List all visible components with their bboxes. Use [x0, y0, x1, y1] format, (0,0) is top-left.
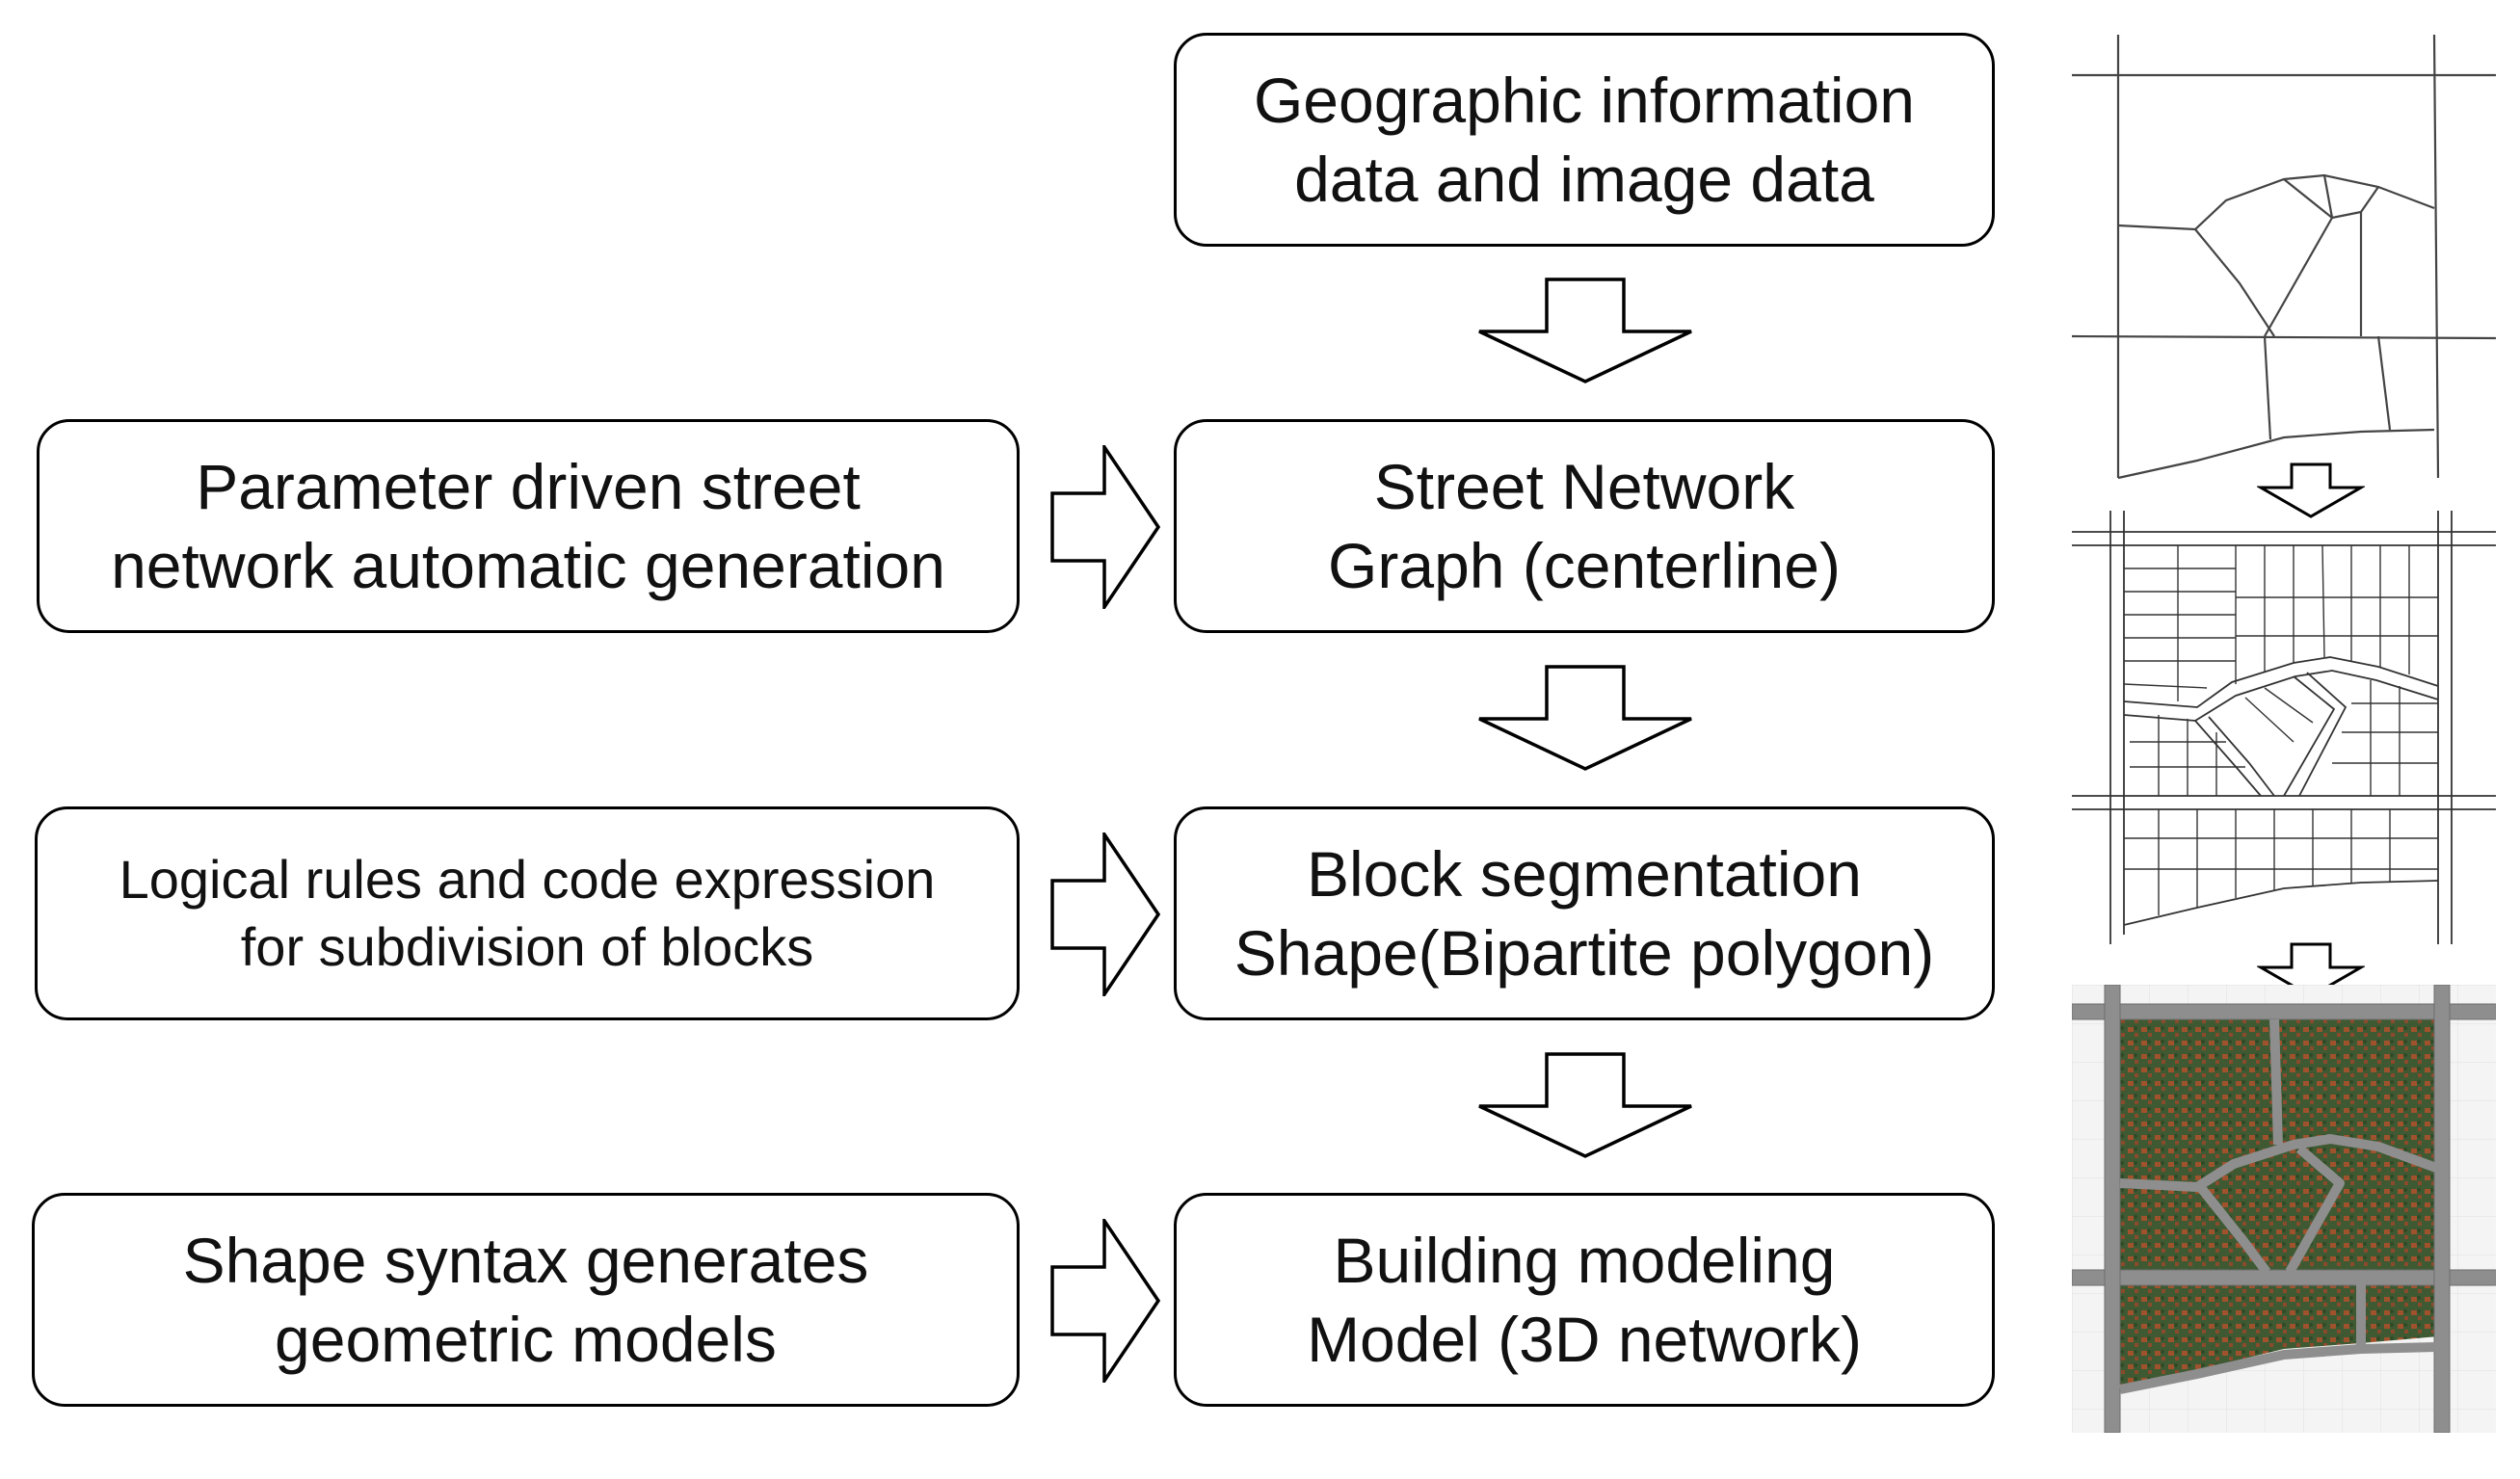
- right-arrow-3: [1050, 1219, 1161, 1383]
- input-label-parameter-driven: Parameter driven street network automati…: [111, 451, 945, 601]
- input-label-logical-rules: Logical rules and code expression for su…: [119, 849, 936, 977]
- step-box-geographic-data: Geographic information data and image da…: [1174, 33, 1995, 247]
- input-label-shape-syntax: Shape syntax generates geometric models: [182, 1225, 869, 1375]
- thumb-down-arrow-2: [2257, 942, 2365, 998]
- step-label-street-network-graph: Street Network Graph (centerline): [1328, 451, 1841, 601]
- step-box-street-network-graph: Street Network Graph (centerline): [1174, 419, 1995, 633]
- building-model-render-thumbnail: [2072, 985, 2496, 1433]
- down-arrow-3: [1478, 1052, 1692, 1158]
- step-box-building-modeling: Building modeling Model (3D network): [1174, 1193, 1995, 1407]
- down-arrow-2: [1478, 665, 1692, 771]
- down-arrow-1: [1478, 277, 1692, 383]
- input-box-shape-syntax: Shape syntax generates geometric models: [32, 1193, 1020, 1407]
- input-box-parameter-driven: Parameter driven street network automati…: [37, 419, 1020, 633]
- street-centerline-thumbnail: [2072, 35, 2496, 480]
- right-arrow-2: [1050, 832, 1161, 996]
- step-label-block-segmentation: Block segmentation Shape(Bipartite polyg…: [1233, 838, 1935, 989]
- block-segmentation-thumbnail: [2072, 511, 2496, 944]
- thumb-down-arrow-1: [2257, 462, 2365, 518]
- right-arrow-1: [1050, 445, 1161, 609]
- step-label-geographic-data: Geographic information data and image da…: [1253, 65, 1916, 215]
- input-box-logical-rules: Logical rules and code expression for su…: [35, 806, 1020, 1020]
- step-label-building-modeling: Building modeling Model (3D network): [1307, 1225, 1862, 1375]
- step-box-block-segmentation: Block segmentation Shape(Bipartite polyg…: [1174, 806, 1995, 1020]
